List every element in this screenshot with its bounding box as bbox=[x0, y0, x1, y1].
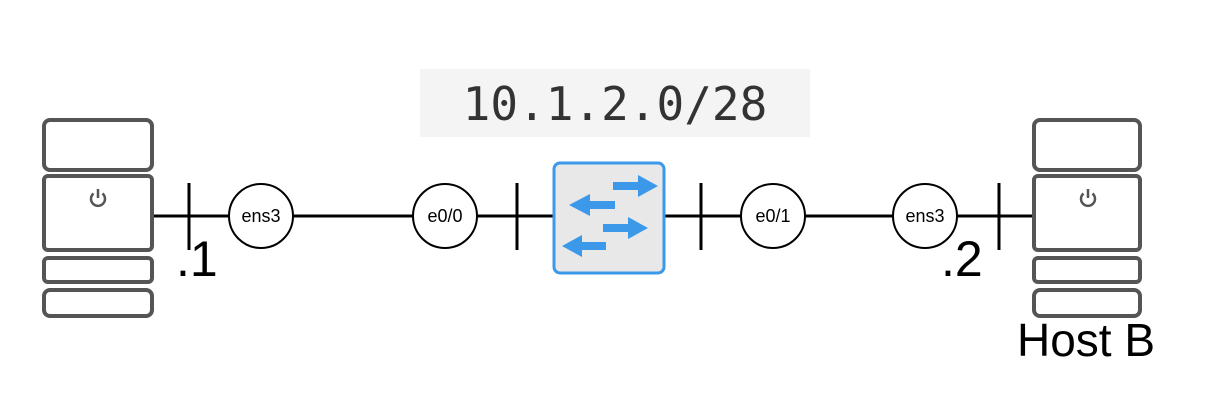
switch-arrows bbox=[562, 175, 658, 257]
arrow-left-upper-icon bbox=[569, 194, 615, 216]
host-b-server-icon bbox=[1032, 118, 1142, 318]
host-b-interface-label: ens3 bbox=[905, 206, 944, 226]
host-b-interface-circle bbox=[892, 183, 958, 249]
host-a-server-top-bay bbox=[42, 118, 154, 172]
port-markers bbox=[187, 183, 1001, 250]
switch-icon-body bbox=[552, 161, 666, 275]
switch-port-left-circle bbox=[412, 183, 478, 249]
host-a-interface: ens3 bbox=[228, 183, 294, 249]
arrow-right-lower-icon bbox=[603, 217, 648, 239]
switch-icon bbox=[552, 161, 666, 275]
arrow-left-bottom-icon bbox=[562, 235, 606, 257]
host-b-address-suffix: .2 bbox=[941, 231, 983, 287]
host-a-server-lower-bay bbox=[42, 256, 154, 284]
host-a-server-main-bay bbox=[42, 174, 154, 252]
subnet-label: 10.1.2.0/28 bbox=[420, 69, 810, 137]
host-b-server-main-bay bbox=[1032, 174, 1142, 252]
switch-port-left-label: e0/0 bbox=[427, 206, 462, 226]
host-a-interface-circle bbox=[228, 183, 294, 249]
switch-port-right-label: e0/1 bbox=[755, 206, 790, 226]
switch-port-right: e0/1 bbox=[740, 183, 806, 249]
host-a-server-icon bbox=[42, 118, 154, 318]
host-b-server-top-bay bbox=[1032, 118, 1142, 172]
host-b-power-icon bbox=[1079, 189, 1097, 208]
host-b-server-bottom-bay bbox=[1032, 288, 1142, 318]
host-a-address-suffix: .1 bbox=[176, 231, 218, 287]
host-b-server-lower-bay bbox=[1032, 256, 1142, 284]
switch-port-left: e0/0 bbox=[412, 183, 478, 249]
host-a-interface-label: ens3 bbox=[241, 206, 280, 226]
subnet-label-text: 10.1.2.0/28 bbox=[463, 77, 768, 131]
subnet-label-background bbox=[420, 69, 810, 137]
arrow-right-top-icon bbox=[613, 175, 658, 197]
switch-port-right-circle bbox=[740, 183, 806, 249]
host-a-server-bottom-bay bbox=[42, 288, 154, 318]
host-b-interface: ens3 bbox=[892, 183, 958, 249]
host-b-label: Host B bbox=[1017, 314, 1155, 366]
host-a-power-icon bbox=[89, 189, 107, 208]
